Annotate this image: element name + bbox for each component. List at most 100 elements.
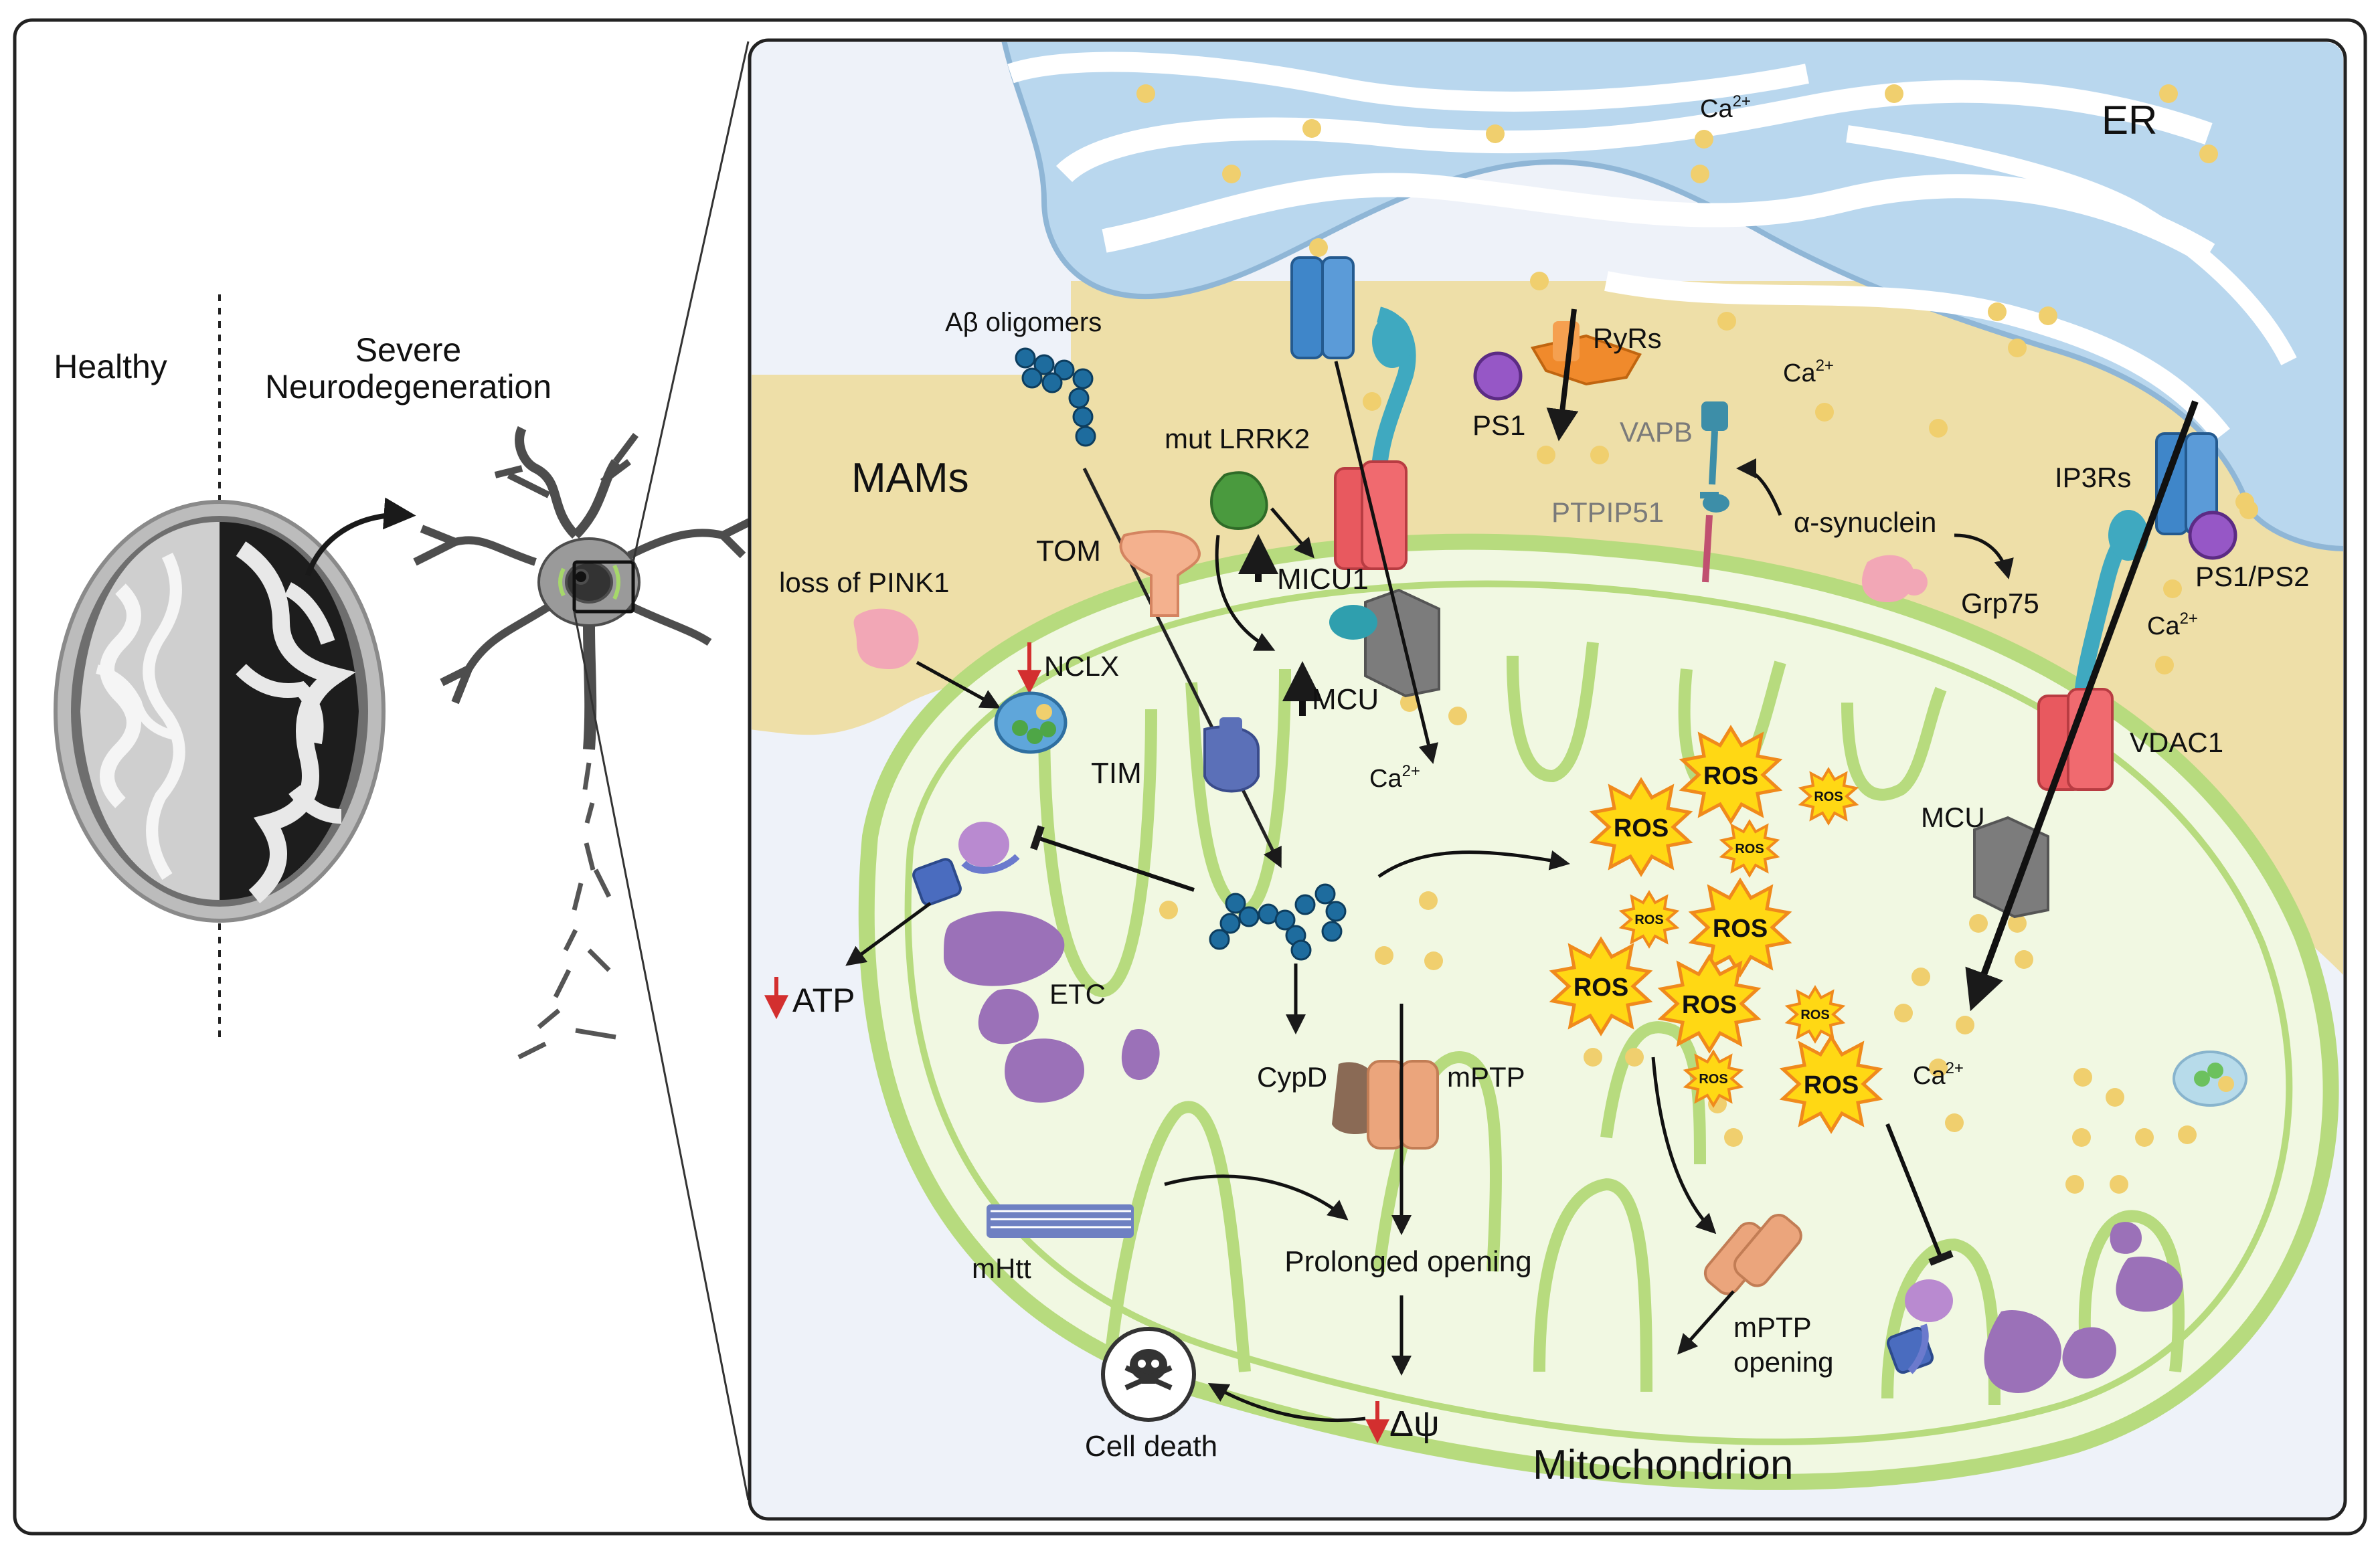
ros-to-mptp-arrow [1651,1057,1717,1235]
label-loss-of-pink1: loss of PINK1 [779,567,949,598]
zoom-line-top [632,41,750,563]
atp-synthase-icon [912,822,1020,906]
brain-to-neuron-arrow [305,497,416,577]
lrrk2-icon [1209,471,1268,531]
lrrk2-to-micu1-arrow [1270,507,1314,559]
label-prolonged-opening: Prolonged opening [1284,1245,1531,1278]
label-vapb: VAPB [1620,416,1693,448]
ip3r-right-calcium-arrow [1965,400,2199,1012]
svg-text:ROS: ROS [1735,842,1764,856]
synuclein-to-grp75-arrow [1954,533,2014,579]
label-ip3rs: IP3Rs [2055,462,2131,493]
etc-complex-right-icon [1984,1222,2183,1393]
pink1-to-nclx-arrow [916,660,1001,709]
label-er: ER [2102,98,2157,143]
svg-text:ROS: ROS [1800,1008,1829,1022]
brain-icon [54,500,386,923]
ros-labels: ROS ROS ROS ROS ROS ROS [1574,762,1859,1099]
skull-icon [1101,1327,1196,1422]
er-region [1001,42,2343,551]
label-ca-matrix: Ca2+ [1913,1059,1964,1090]
abeta-to-ros-arrow [1377,850,1570,879]
label-mptp-opening-1: mPTP [1733,1311,1812,1343]
ip3r-channel-right [2073,432,2218,710]
lrrk2-to-mcu-arrow [1215,535,1276,651]
label-mhtt: mHtt [972,1253,1031,1284]
inset-box [572,560,635,614]
svg-text:ROS: ROS [1703,762,1758,790]
mhtt-icon [987,1204,1134,1238]
vdac-channel-right [2037,688,2114,791]
label-tom: TOM [1036,535,1101,567]
ps1-icon [1473,351,1523,401]
label-mptp-opening-2: opening [1733,1346,1833,1378]
label-ca-er: Ca2+ [1700,92,1751,123]
svg-text:ROS: ROS [1682,991,1737,1019]
label-tim: TIM [1091,757,1142,790]
label-ca-center: Ca2+ [1369,762,1420,793]
svg-text:ROS: ROS [1614,814,1669,842]
label-mut-lrrk2: mut LRRK2 [1165,423,1310,454]
label-neurodegeneration: Neurodegeneration [265,368,551,405]
pink1-icon [853,608,919,669]
label-ca-right: Ca2+ [2147,610,2198,640]
label-delta-psi: Δψ [1389,1404,1440,1444]
vdac-channel-top [1334,460,1408,570]
label-ca-mams: Ca2+ [1783,357,1834,387]
nclx-exchanger-right-icon [2173,1051,2247,1107]
mptp-opening-release-arrow [1677,1290,1735,1355]
ps1-ps2-icon [2188,511,2237,560]
label-mams: MAMs [851,455,969,501]
label-mptp: mPTP [1447,1061,1525,1093]
label-etc: ETC [1049,978,1106,1010]
etc-to-atp-arrow [845,901,932,966]
label-ps1: PS1 [1472,409,1525,441]
label-ptpip51: PTPIP51 [1551,496,1664,528]
atp-synthase-right-icon [1886,1279,1953,1374]
label-mcu-center: MCU [1312,683,1379,716]
tim-complex-icon [1203,717,1260,793]
label-micu1: MICU1 [1277,563,1369,596]
mptp-pore-icon [1367,1060,1439,1150]
etc-complex-icon [944,911,1160,1103]
label-vdac1: VDAC1 [2130,727,2223,758]
label-ps1-ps2: PS1/PS2 [2195,561,2309,592]
ros-small-labels: ROS ROS ROS ROS ROS [1634,790,1843,1087]
alpha-synuclein-icon [1861,555,1928,602]
label-ryrs: RyRs [1593,323,1662,354]
svg-text:ROS: ROS [1574,974,1628,1002]
label-alpha-synuclein: α-synuclein [1794,507,1936,538]
synuclein-to-vapb-arrow [1736,458,1782,516]
neuron-icon [413,426,752,1060]
svg-text:ROS: ROS [1713,915,1768,943]
svg-text:ROS: ROS [1634,913,1663,927]
abeta-entry-arrow [1082,467,1282,869]
label-mcu-right: MCU [1921,802,1985,833]
calcium-ions [1136,84,2258,1194]
nclx-exchanger-icon [994,691,1068,754]
delta-psi-to-death-arrow [1207,1383,1366,1423]
svg-text:ROS: ROS [1814,790,1843,804]
mptp-opening-icon [1703,1213,1802,1295]
zoom-line-bottom [573,611,750,1501]
label-healthy: Healthy [54,348,167,385]
label-severe: Severe [355,331,461,369]
svg-text:ROS: ROS [1804,1071,1859,1099]
abeta-inhibit-etc [1030,825,1195,892]
mhtt-to-prolonged-arrow [1164,1174,1349,1220]
label-grp75: Grp75 [1961,587,2039,619]
label-atp: ATP [792,982,855,1019]
ip3r-channel-top [1290,256,1416,482]
vapb-ptpip51-tether [1700,401,1729,583]
svg-text:ROS: ROS [1699,1072,1727,1087]
tom-complex-icon [1119,530,1201,617]
label-ab-oligomers: Aβ oligomers [945,308,1102,337]
label-cypd: CypD [1257,1061,1327,1093]
label-nclx: NCLX [1044,650,1119,682]
label-cell-death: Cell death [1085,1430,1217,1463]
ryr-calcium-arrow [1546,308,1579,442]
ip3r-top-calcium-arrow [1334,361,1438,764]
label-mitochondrion: Mitochondrion [1533,1442,1793,1488]
mcu-channel-center [1329,588,1440,698]
